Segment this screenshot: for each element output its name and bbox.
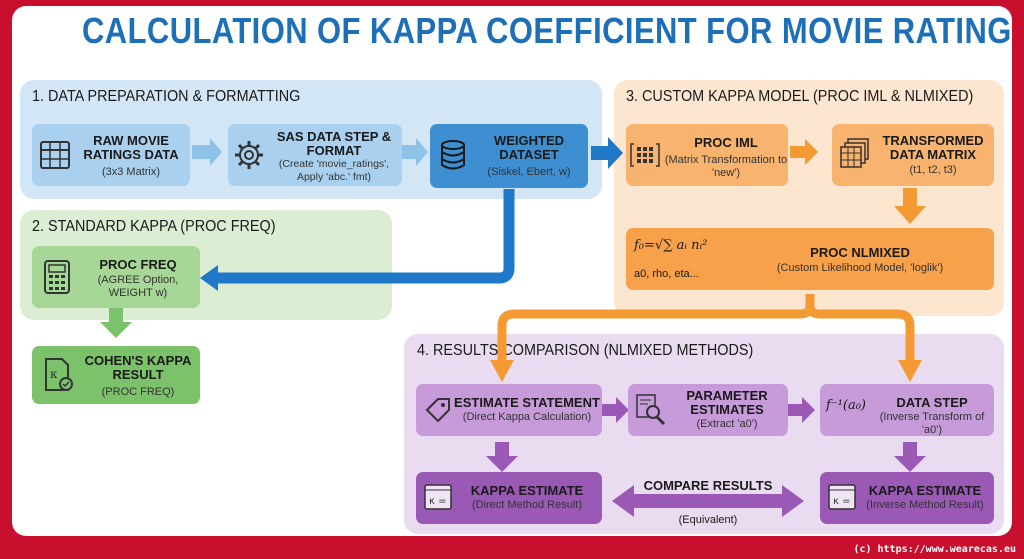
flow-arrows [100,137,926,517]
section-title-3: 3. CUSTOM KAPPA MODEL (PROC IML & NLMIXE… [626,88,974,105]
arrow-datastep-to-kinverse [894,442,926,472]
arrowhead-procfreq [200,265,218,291]
param-sub: (Extract 'a0') [696,418,758,430]
box-proc-freq: PROC FREQ (AGREE Option, WEIGHT w) [32,246,200,308]
param-title: PARAMETER ESTIMATES [686,388,768,417]
box-raw-movie-ratings: RAW MOVIE RATINGS DATA (3x3 Matrix) [32,124,190,186]
arrow-procfreq-to-cohen [100,308,132,338]
arrow-compare-double [612,485,804,517]
box-transformed-matrix: TRANSFORMED DATA MATRIX (t1, t2, t3) [832,124,994,186]
arrow-weighted-to-iml [591,137,623,169]
svg-text:κ = [: κ = [ [429,496,452,507]
arrow-transformed-to-nlmixed [894,188,926,224]
arrow-raw-to-sas [192,138,222,166]
box-kappa-direct: κ = [ KAPPA ESTIMATE (Direct Method Resu… [416,472,602,524]
compare-sub: (Equivalent) [678,514,738,526]
estimate-title: ESTIMATE STATEMENT [454,395,600,410]
cohen-sub: (PROC FREQ) [101,386,175,398]
formula-icon: f₀=√∑ aᵢ nᵢ² [634,238,707,253]
transformed-sub: (t1, t2, t3) [909,164,957,176]
stacked-grid-icon [840,138,869,168]
arrow-param-to-datastep [788,397,815,423]
weighted-title: WEIGHTED DATASET [493,133,565,162]
iml-title: PROC IML [694,135,758,150]
nlmixed-sub: (Custom Likelihood Model, 'loglik') [776,262,944,274]
transformed-title: TRANSFORMED DATA MATRIX [882,133,984,162]
sas-sub: (Create 'movie_ratings', Apply 'abc.' fm… [278,158,390,183]
diagram-title: CALCULATION OF KAPPA COEFFICIENT FOR MOV… [82,10,1012,51]
box-proc-iml: PROC IML (Matrix Transformation to 'new'… [626,124,788,186]
kdirect-title: KAPPA ESTIMATE [470,483,584,498]
kdirect-sub: (Direct Method Result) [471,499,583,511]
box-sas-data-step: SAS DATA STEP & FORMAT (Create 'movie_ra… [228,124,402,186]
database-icon [441,140,465,170]
kinverse-title: KAPPA ESTIMATE [868,483,982,498]
kappa-document-icon: κ [45,358,73,391]
arrowhead-estimate [490,360,514,382]
gear-icon [235,141,263,169]
estimate-sub: (Direct Kappa Calculation) [462,411,592,423]
box-proc-nlmixed: f₀=√∑ aᵢ nᵢ² a0, rho, eta... PROC NLMIXE… [626,228,994,290]
box-data-step: f⁻¹(a₀) DATA STEP (Inverse Transform of … [820,384,994,436]
sas-title: SAS DATA STEP & FORMAT [276,129,392,158]
svg-text:κ: κ [50,367,58,381]
raw-title: RAW MOVIE RATINGS DATA [83,133,179,162]
box-estimate-statement: ESTIMATE STATEMENT (Direct Kappa Calcula… [416,384,602,436]
section-title-1: 1. DATA PREPARATION & FORMATTING [32,88,301,105]
cohen-title: COHEN'S KAPPA RESULT [84,353,192,382]
box-parameter-estimates: PARAMETER ESTIMATES (Extract 'a0') [628,384,788,436]
procfreq-title: PROC FREQ [99,257,177,272]
datastep-title: DATA STEP [896,395,968,410]
arrow-nlmixed-branch [497,294,915,362]
tag-icon [425,398,450,423]
weighted-sub: (Siskel, Ebert, w) [487,166,571,178]
arrow-sas-to-weighted [400,138,428,166]
nlmixed-title: PROC NLMIXED [810,245,910,260]
arrow-estimate-to-param [602,397,629,423]
arrow-estimate-to-kdirect [486,442,518,472]
datastep-sub: (Inverse Transform of 'a0') [879,411,985,436]
magnifier-icon [636,394,666,426]
nlmixed-params: a0, rho, eta... [634,268,699,280]
table-icon [40,141,70,169]
kappa-window-icon: κ = [ [424,484,452,510]
raw-sub: (3x3 Matrix) [101,166,161,178]
kinverse-sub: (Inverse Method Result) [866,499,984,511]
box-cohens-kappa: κ COHEN'S KAPPA RESULT (PROC FREQ) [32,346,200,404]
matrix-icon [630,143,660,167]
compare-title: COMPARE RESULTS [643,478,773,493]
kappa-window-icon: κ = [ [828,484,856,510]
arrow-weighted-to-procfreq [214,189,515,284]
nlmixed-formula: f₀=√∑ aᵢ nᵢ² [634,238,708,253]
arrowhead-datastep [898,360,922,382]
iml-sub: (Matrix Transformation to 'new') [664,154,788,179]
procfreq-sub: (AGREE Option, WEIGHT w) [97,274,179,299]
section-title-2: 2. STANDARD KAPPA (PROC FREQ) [32,218,276,235]
footer-url: (c) https://www.wearecas.eu [853,544,1016,555]
calculator-icon [44,260,70,294]
diagram-canvas: CALCULATION OF KAPPA COEFFICIENT FOR MOV… [12,6,1012,536]
arrow-iml-to-transformed [790,139,818,165]
box-weighted-dataset: WEIGHTED DATASET (Siskel, Ebert, w) [430,124,588,188]
svg-text:κ = [: κ = [ [833,496,856,507]
inverse-function-icon: f⁻¹(a₀) [826,398,866,413]
box-kappa-inverse: κ = [ KAPPA ESTIMATE (Inverse Method Res… [820,472,994,524]
